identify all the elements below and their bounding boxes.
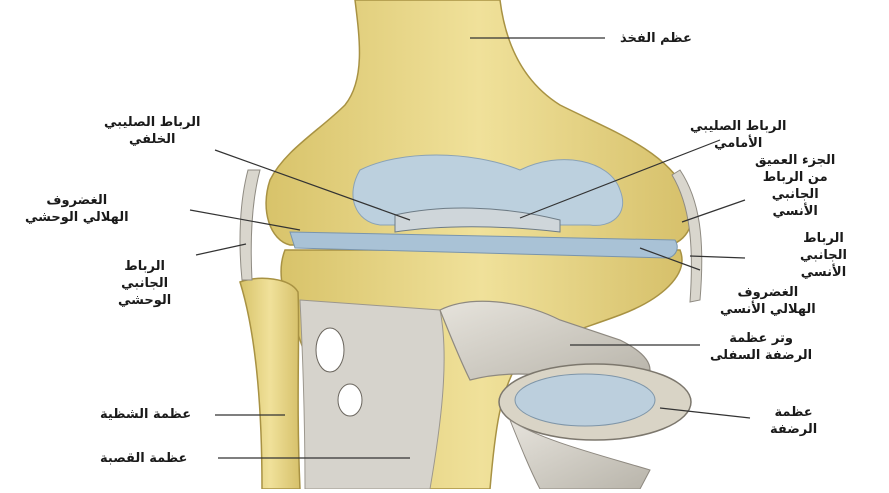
label-pcl: الرباط الصليبي الخلفي: [104, 114, 200, 148]
label-lcl: الرباط الجانبي الوحشي: [118, 258, 171, 309]
label-patella: عظمة الرضفة: [770, 404, 817, 438]
label-tibia: عظمة القصبة: [100, 450, 187, 467]
label-femur: عظم الفخذ: [620, 30, 692, 47]
patella-cartilage: [515, 374, 655, 426]
label-medial-meniscus: الغضروف الهلالي الأنسي: [720, 284, 816, 318]
lateral-collateral-ligament: [240, 170, 260, 280]
leader-lcl: [196, 244, 246, 255]
interosseous-area: [300, 300, 444, 489]
label-patellar-tendon: وتر عظمة الرضفة السفلى: [710, 330, 812, 364]
membrane-hole-2: [338, 384, 362, 416]
label-deep-mcl: الجزء العميق من الرباط الجانبي الأنسي: [755, 152, 835, 220]
label-acl: الرباط الصليبي الأمامي: [690, 118, 786, 152]
label-mcl: الرباط الجانبي الأنسي: [800, 230, 847, 281]
membrane-hole-1: [316, 328, 344, 372]
label-lateral-meniscus: الغضروف الهلالي الوحشي: [25, 192, 129, 226]
label-fibula: عظمة الشظية: [100, 406, 191, 423]
